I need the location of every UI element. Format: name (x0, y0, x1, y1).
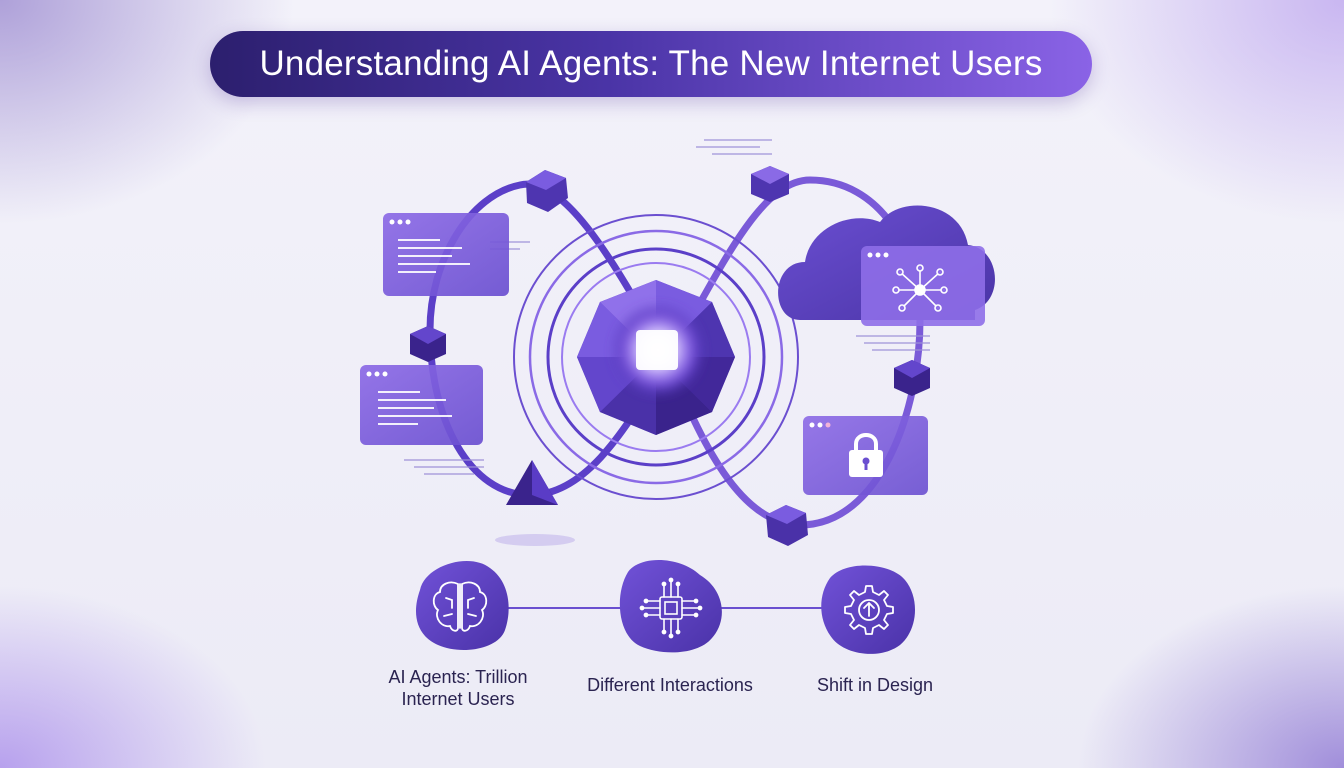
step-blob-1 (415, 560, 509, 650)
orbit-node-top-right (751, 166, 789, 202)
step-label-1: AI Agents: Trillion Internet Users (388, 667, 528, 709)
orbit-node-right (894, 360, 930, 396)
step-blob-2 (619, 559, 722, 653)
orbit-node-left (410, 326, 446, 362)
code-window-top-left (383, 213, 509, 296)
core-rings (513, 214, 799, 500)
lock-window (803, 416, 928, 495)
step-blob-3 (821, 565, 916, 654)
chip-icon (639, 577, 703, 639)
orbit-node-bottom-right (766, 505, 808, 546)
step-label-3: Shift in Design (816, 675, 934, 695)
step-label-2: Different Interactions (587, 675, 753, 695)
floor-shadow (495, 534, 575, 546)
lock-icon (849, 433, 883, 477)
brain-icon (432, 581, 488, 632)
central-core-gem (577, 280, 735, 435)
page-title: Understanding AI Agents: The New Interne… (259, 44, 1043, 83)
network-window (861, 246, 985, 326)
gear-upload-icon (844, 585, 894, 635)
title-banner: Understanding AI Agents: The New Interne… (210, 31, 1092, 97)
orbit-node-bottom-pyramid (506, 460, 558, 505)
network-node-icon (892, 264, 948, 312)
orbit-node-top-left (526, 170, 568, 212)
code-window-left (360, 365, 483, 445)
